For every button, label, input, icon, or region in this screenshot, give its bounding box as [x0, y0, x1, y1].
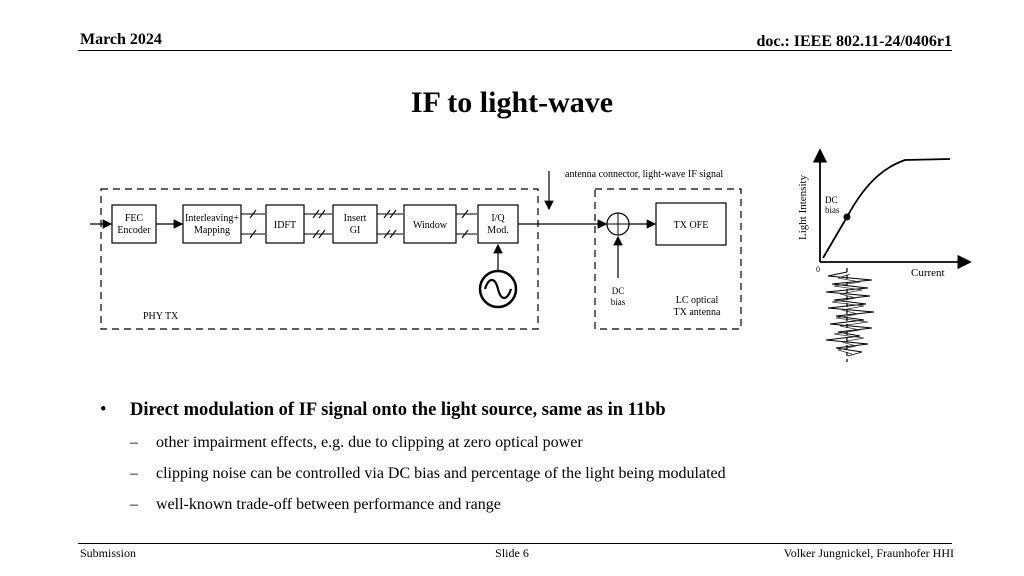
antenna-note: antenna connector, light-wave IF signal [565, 169, 723, 180]
bullet-main: • Direct modulation of IF signal onto th… [100, 397, 960, 423]
dc-bias-label-2: bias [611, 297, 626, 307]
iq-mod-label-1: I/Q [491, 213, 505, 224]
sub-bullet: – other impairment effects, e.g. due to … [100, 427, 960, 458]
lc-optical-frame [594, 188, 742, 330]
header-date: March 2024 [80, 31, 162, 48]
sub-bullet-dash: – [130, 434, 138, 451]
bullet-dot: • [100, 400, 107, 420]
iq-mod-block [477, 204, 519, 244]
sub-bullet: – clipping noise can be controlled via D… [100, 458, 960, 489]
graph-dc-label-2: bias [825, 205, 840, 215]
dc-bias-label-1: DC [612, 286, 625, 296]
footer-slide-number: Slide 6 [495, 546, 529, 560]
graph-dc-label-1: DC [825, 195, 838, 205]
footer-submission: Submission [80, 546, 137, 560]
graph-origin: 0 [816, 265, 820, 274]
sub-bullet-dash: – [130, 496, 138, 513]
idft-block [265, 204, 305, 244]
header-doc-id: doc.: IEEE 802.11-24/0406r1 [756, 33, 952, 50]
window-block [403, 204, 457, 244]
phy-tx-frame [100, 188, 539, 330]
idft-label: IDFT [274, 220, 296, 231]
footer-author: Volker Jungnickel, Fraunhofer HHI [783, 546, 954, 560]
sub-bullet-text: other impairment effects, e.g. due to cl… [156, 434, 583, 451]
sub-bullet-text: clipping noise can be controlled via DC … [156, 465, 726, 482]
fec-label-1: FEC [125, 213, 144, 224]
interleaving-label-2: Mapping [194, 225, 230, 236]
iq-mod-label-2: Mod. [487, 225, 508, 236]
interleaving-block [182, 204, 242, 244]
graph-xlabel: Current [911, 267, 945, 279]
interleaving-label-1: Interleaving+ [185, 213, 239, 224]
window-label: Window [413, 220, 448, 231]
sub-bullet-dash: – [130, 465, 138, 482]
bullet-main-text: Direct modulation of IF signal onto the … [130, 400, 666, 420]
led-characteristic-graph: Light Intensity Current 0 DC bias [797, 148, 972, 279]
graph-ylabel: Light Intensity [797, 174, 809, 240]
light-current-curve [822, 158, 951, 259]
slide-title: IF to light-wave [410, 86, 614, 119]
tx-ofe-label: TX OFE [674, 220, 709, 231]
lc-optical-label-2: TX antenna [674, 307, 721, 318]
insert-gi-block [332, 204, 378, 244]
sub-bullet-text: well-known trade-off between performance… [156, 496, 501, 513]
footer-divider [78, 543, 952, 544]
bullet-list: • Direct modulation of IF signal onto th… [100, 397, 960, 520]
tx-ofe-block [655, 202, 727, 246]
fec-label-2: Encoder [117, 225, 151, 236]
phy-tx-label: PHY TX [143, 311, 179, 322]
fec-encoder-block [111, 204, 157, 244]
modulated-signal-waveform [825, 268, 875, 362]
dc-bias-point [843, 213, 851, 221]
sub-bullet: – well-known trade-off between performan… [100, 489, 960, 520]
insert-gi-label-2: GI [350, 225, 361, 236]
header-divider [78, 50, 952, 51]
insert-gi-label-1: Insert [344, 213, 367, 224]
lc-optical-label-1: LC optical [676, 295, 719, 306]
